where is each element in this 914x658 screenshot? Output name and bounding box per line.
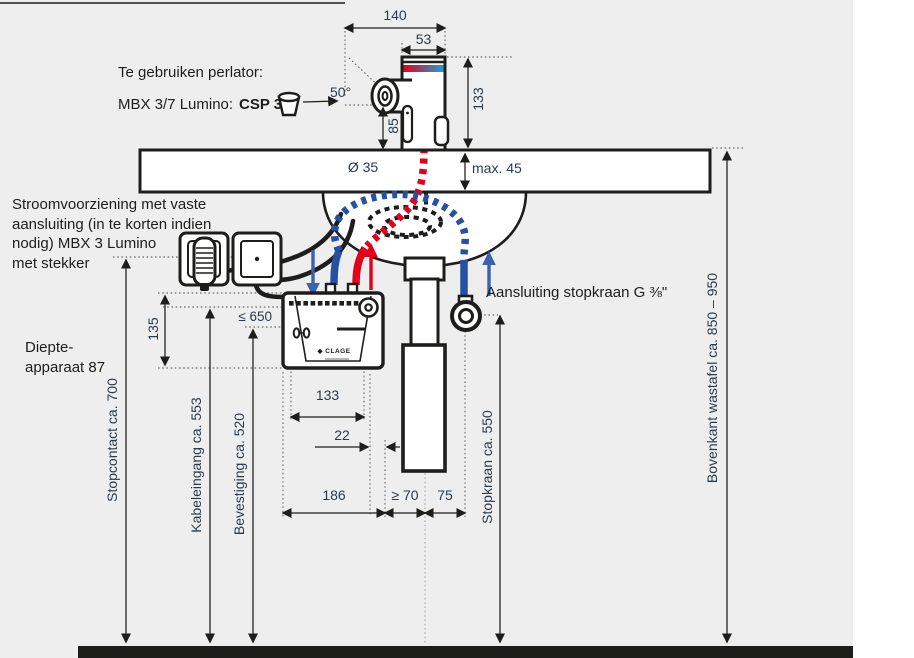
note-perlator-code: CSP 3 [239, 96, 283, 113]
dim-tap-width: 53 [415, 31, 432, 47]
temperature-indicator-band [403, 65, 444, 72]
valve-up-arrow [482, 251, 496, 296]
hot-water-up-arrow [364, 243, 378, 290]
dim-valve-height: Stopkraan ca. 550 [479, 410, 495, 524]
dim-counter-height: Bovenkant wastafel ca. 850 – 950 [704, 272, 720, 484]
water-heater [281, 282, 385, 370]
power-plug-icon [192, 236, 217, 291]
dim-socket-height: Stopcontact ca. 700 [104, 378, 120, 502]
dim-device-offset: 186 [322, 487, 346, 503]
drain-pipe [401, 256, 447, 473]
faucet [370, 55, 450, 152]
dim-mounting-height: Bevestiging ca. 520 [231, 412, 247, 536]
water-hoses [330, 147, 469, 299]
dim-device-height: 135 [145, 317, 161, 341]
dim-hole-diameter: Ø 35 [347, 159, 379, 175]
brand-logo: ◆ CLAGE [317, 348, 351, 355]
brand-mark-icon: ◆ [317, 348, 323, 355]
perlator-leader-line [302, 96, 339, 107]
dim-valve-offset: 75 [437, 487, 453, 503]
note-perlator-model: MBX 3/7 Lumino: [118, 96, 234, 113]
sensor-window [401, 104, 414, 144]
cold-water-down-arrow [306, 250, 320, 297]
dim-spout-height: 85 [385, 118, 401, 134]
dim-tap-height: 133 [470, 87, 486, 111]
dim-overall-width: 140 [383, 7, 407, 23]
note-power-supply: Stroomvoorziening met vaste aansluiting … [12, 196, 212, 272]
dim-max-cable-length: ≤ 650 [238, 309, 272, 324]
dim-min-clearance: ≥ 70 [391, 487, 419, 503]
dim-swivel-angle: 50° [330, 84, 352, 100]
floor-line [78, 646, 853, 658]
stop-valve [450, 294, 482, 332]
junction-box [231, 231, 283, 287]
perlator-icon [277, 91, 301, 117]
note-device-depth: Diepte- apparaat 87 [25, 339, 106, 376]
dimension-lines [121, 23, 732, 644]
note-perlator-heading: Te gebruiken perlator: [118, 64, 264, 81]
dim-pipe-offset: 22 [334, 427, 350, 443]
dim-cable-entry-height: Kabeleingang ca. 553 [188, 397, 204, 533]
faucet-side-lever [433, 115, 450, 147]
dim-counter-thickness: max. 45 [472, 160, 522, 176]
dim-device-width: 133 [315, 387, 340, 403]
note-stop-valve: Aansluiting stopkraan G ⅜" [486, 284, 668, 301]
vent-slots [289, 301, 359, 306]
